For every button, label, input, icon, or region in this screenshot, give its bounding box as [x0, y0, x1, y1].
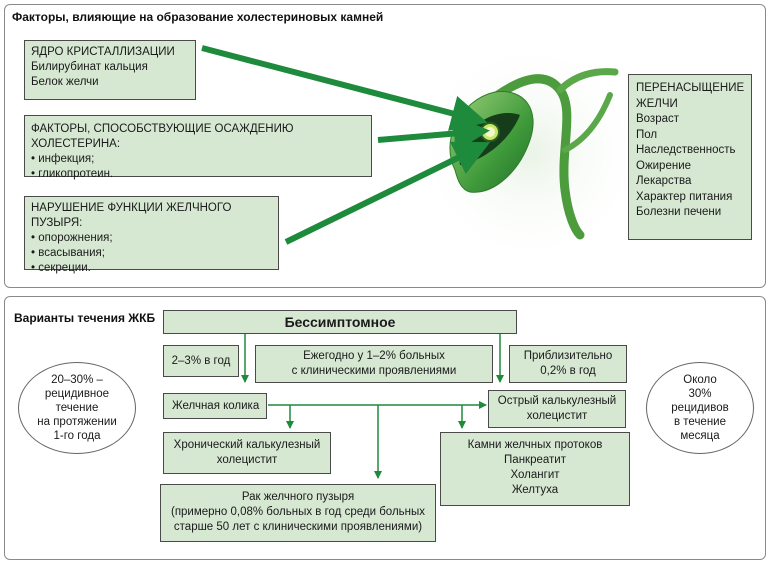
acute-line-1: Острый калькулезный — [497, 395, 617, 407]
arrow-nucleus — [201, 45, 488, 131]
precipitation-item: гликопротеин. — [31, 167, 365, 182]
nucleus-line-1: Билирубинат кальция — [31, 61, 148, 73]
per-year-box: 2–3% в год — [163, 345, 239, 377]
yearly-line-1: Ежегодно у 1–2% больных — [303, 350, 445, 362]
supersaturation-line: Лекарства — [636, 175, 692, 187]
cancer-box: Рак желчного пузыря (примерно 0,08% боль… — [160, 484, 436, 542]
right-oval-line: месяца — [680, 430, 720, 442]
supersaturation-line: Болезни печени — [636, 206, 722, 218]
left-oval-line: течение — [55, 402, 99, 414]
dysfunction-item: секреции. — [31, 261, 272, 276]
precipitation-heading: ФАКТОРЫ, СПОСОБСТВУЮЩИЕ ОСАЖДЕНИЮ ХОЛЕСТ… — [31, 123, 294, 150]
dysfunction-box: НАРУШЕНИЕ ФУНКЦИИ ЖЕЛЧНОГО ПУЗЫРЯ: опоро… — [24, 196, 279, 274]
left-oval-line: на протяжении — [37, 416, 117, 428]
supersaturation-line: Наследственность — [636, 144, 736, 156]
supersaturation-line: Ожирение — [636, 159, 692, 172]
right-oval-line: 30% — [688, 388, 712, 400]
ducts-line: Холангит — [510, 469, 560, 481]
factors-title: Факторы, влияющие на образование холесте… — [12, 10, 384, 24]
dysfunction-item: опорожнения; — [31, 231, 272, 246]
dysfunction-item: всасывания; — [31, 246, 272, 261]
supersaturation-line: Возраст — [636, 113, 680, 125]
relapse-oval-right: Около 30% рецидивов в течение месяца — [646, 362, 754, 454]
relapse-oval-left: 20–30% – рецидивное течение на протяжени… — [18, 362, 136, 454]
dysfunction-heading: НАРУШЕНИЕ ФУНКЦИИ ЖЕЛЧНОГО ПУЗЫРЯ: — [31, 202, 232, 229]
ducts-line: Панкреатит — [504, 454, 566, 466]
chronic-line-1: Хронический калькулезный — [173, 439, 321, 451]
colic-label: Желчная колика — [172, 400, 260, 412]
cancer-line-2: (примерно 0,08% больных в год среди боль… — [170, 506, 426, 518]
right-oval-line: рецидивов — [671, 402, 729, 414]
ducts-line: Желтуха — [511, 484, 559, 496]
precipitation-box: ФАКТОРЫ, СПОСОБСТВУЮЩИЕ ОСАЖДЕНИЮ ХОЛЕСТ… — [24, 115, 372, 180]
supersaturation-line: Характер питания — [636, 190, 733, 203]
supersaturation-box: ПЕРЕНАСЫЩЕНИЕ ЖЕЛЧИ Возраст Пол Наследст… — [628, 74, 752, 240]
approx-line-2: 0,2% в год — [540, 365, 596, 377]
nucleus-line-2: Белок желчи — [31, 76, 99, 88]
chronic-line-2: холецистит — [216, 454, 278, 466]
ducts-line: Камни желчных протоков — [467, 439, 603, 451]
approx-box: Приблизительно 0,2% в год — [509, 345, 627, 383]
cancer-line-1: Рак желчного пузыря — [241, 491, 355, 503]
per-year-label: 2–3% в год — [171, 355, 231, 367]
nucleus-box: ЯДРО КРИСТАЛЛИЗАЦИИ Билирубинат кальция … — [24, 40, 196, 100]
factor-arrows — [201, 45, 491, 245]
asymptomatic-box: Бессимптомное — [163, 310, 517, 334]
colic-box: Желчная колика — [163, 393, 267, 419]
cancer-line-3: старше 50 лет с клиническими проявлениям… — [173, 521, 423, 533]
left-oval-line: рецидивное — [44, 388, 110, 400]
arrow-dysfunction — [284, 141, 491, 245]
approx-line-1: Приблизительно — [523, 350, 613, 362]
right-oval-line: Около — [683, 374, 717, 386]
supersaturation-heading-2: ЖЕЛЧИ — [636, 97, 678, 110]
supersaturation-heading-1: ПЕРЕНАСЫЩЕНИЕ — [636, 82, 745, 94]
ducts-box: Камни желчных протоков Панкреатит Холанг… — [440, 432, 630, 506]
chronic-box: Хронический калькулезный холецистит — [163, 432, 331, 474]
course-title: Варианты течения ЖКБ — [14, 311, 156, 325]
arrow-precipitation — [377, 115, 490, 152]
right-oval-line: в течение — [673, 416, 726, 428]
acute-box: Острый калькулезный холецистит — [488, 390, 626, 428]
yearly-box: Ежегодно у 1–2% больных с клиническими п… — [255, 345, 493, 383]
asymptomatic-label: Бессимптомное — [284, 314, 396, 330]
left-oval-line: 1-го года — [53, 430, 101, 442]
precipitation-item: инфекция; — [31, 152, 365, 167]
left-oval-line: 20–30% – — [51, 374, 103, 386]
acute-line-2: холецистит — [526, 410, 588, 422]
yearly-line-2: с клиническими проявлениями — [291, 365, 457, 377]
supersaturation-line: Пол — [636, 128, 658, 141]
nucleus-heading: ЯДРО КРИСТАЛЛИЗАЦИИ — [31, 46, 175, 58]
